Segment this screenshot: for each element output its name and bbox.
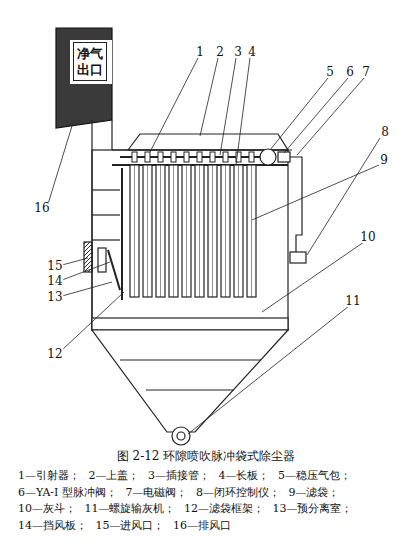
filter-bag	[169, 165, 178, 297]
nozzle	[158, 152, 163, 162]
nozzle	[145, 152, 150, 162]
bag-frame	[173, 165, 174, 297]
callout-number: 6	[345, 66, 355, 78]
callout-number: 13	[46, 291, 63, 303]
bag-frame	[147, 165, 148, 297]
filter-bag	[247, 165, 256, 297]
bag-frame	[186, 165, 187, 297]
part-list-item: 3—插接管；	[148, 469, 210, 482]
callout-number: 14	[46, 275, 63, 287]
filter-bag	[208, 165, 217, 297]
part-list-item: 14—挡风板；	[18, 519, 87, 532]
part-list-item: 1—引射器；	[18, 469, 80, 482]
filter-bag	[182, 165, 191, 297]
callout-number: 2	[215, 46, 225, 58]
callout-number: 12	[46, 348, 63, 360]
callout-number: 10	[359, 231, 376, 243]
nozzle	[171, 152, 176, 162]
callout-number: 5	[325, 66, 335, 78]
callout-number: 8	[380, 126, 390, 138]
callout-number: 9	[379, 154, 389, 166]
nozzle	[223, 152, 228, 162]
callout-number: 16	[33, 202, 50, 214]
bag-frame	[212, 165, 213, 297]
nozzle	[132, 152, 137, 162]
bag-frame	[238, 165, 239, 297]
part-list-item: 7—电磁阀；	[125, 486, 187, 499]
part-list-item: 2—上盖；	[89, 469, 140, 482]
filter-bag	[234, 165, 243, 297]
part-list-item: 5—稳压气包；	[278, 469, 351, 482]
part-list-item: 11—螺旋输灰机；	[85, 502, 176, 515]
bag-frame	[199, 165, 200, 297]
callout-number: 11	[344, 295, 361, 307]
bag-frame	[160, 165, 161, 297]
callout-number: 15	[46, 260, 63, 272]
filter-bag	[221, 165, 230, 297]
part-list-item: 8—闭环控制仪；	[196, 486, 280, 499]
part-list-item: 16—排风口	[173, 519, 231, 532]
bag-frame	[225, 165, 226, 297]
part-list: 1—引射器； 2—上盖； 3—插接管； 4—长板； 5—稳压气包； 6—YA-I…	[18, 468, 394, 534]
callout-number: 1	[195, 46, 205, 58]
part-list-item: 4—长板；	[219, 469, 270, 482]
nozzle	[184, 152, 189, 162]
filter-bag	[156, 165, 165, 297]
callout-number: 3	[233, 46, 243, 58]
outlet-box: 净气出口	[73, 42, 107, 81]
node-text: 净气出口	[77, 46, 103, 77]
callout-number: 4	[247, 46, 257, 58]
nozzle	[249, 152, 254, 162]
part-list-item: 15—进风口；	[96, 519, 165, 532]
part-list-item: 10—灰斗；	[18, 502, 76, 515]
nozzle	[197, 152, 202, 162]
part-list-item: 13—预分离室；	[273, 502, 353, 515]
filter-bag	[130, 165, 139, 297]
nozzle	[210, 152, 215, 162]
bag-frame	[134, 165, 135, 297]
part-list-item: 12—滤袋框架；	[184, 502, 264, 515]
filter-bag	[195, 165, 204, 297]
bag-frame	[251, 165, 252, 297]
figure-caption: 图 2-12 环隙喷吹脉冲袋式除尘器	[0, 448, 412, 465]
callout-number: 7	[361, 66, 371, 78]
filter-bag	[143, 165, 152, 297]
part-list-item: 6—YA-I 型脉冲阀；	[18, 486, 117, 499]
part-list-item: 9—滤袋；	[288, 486, 339, 499]
